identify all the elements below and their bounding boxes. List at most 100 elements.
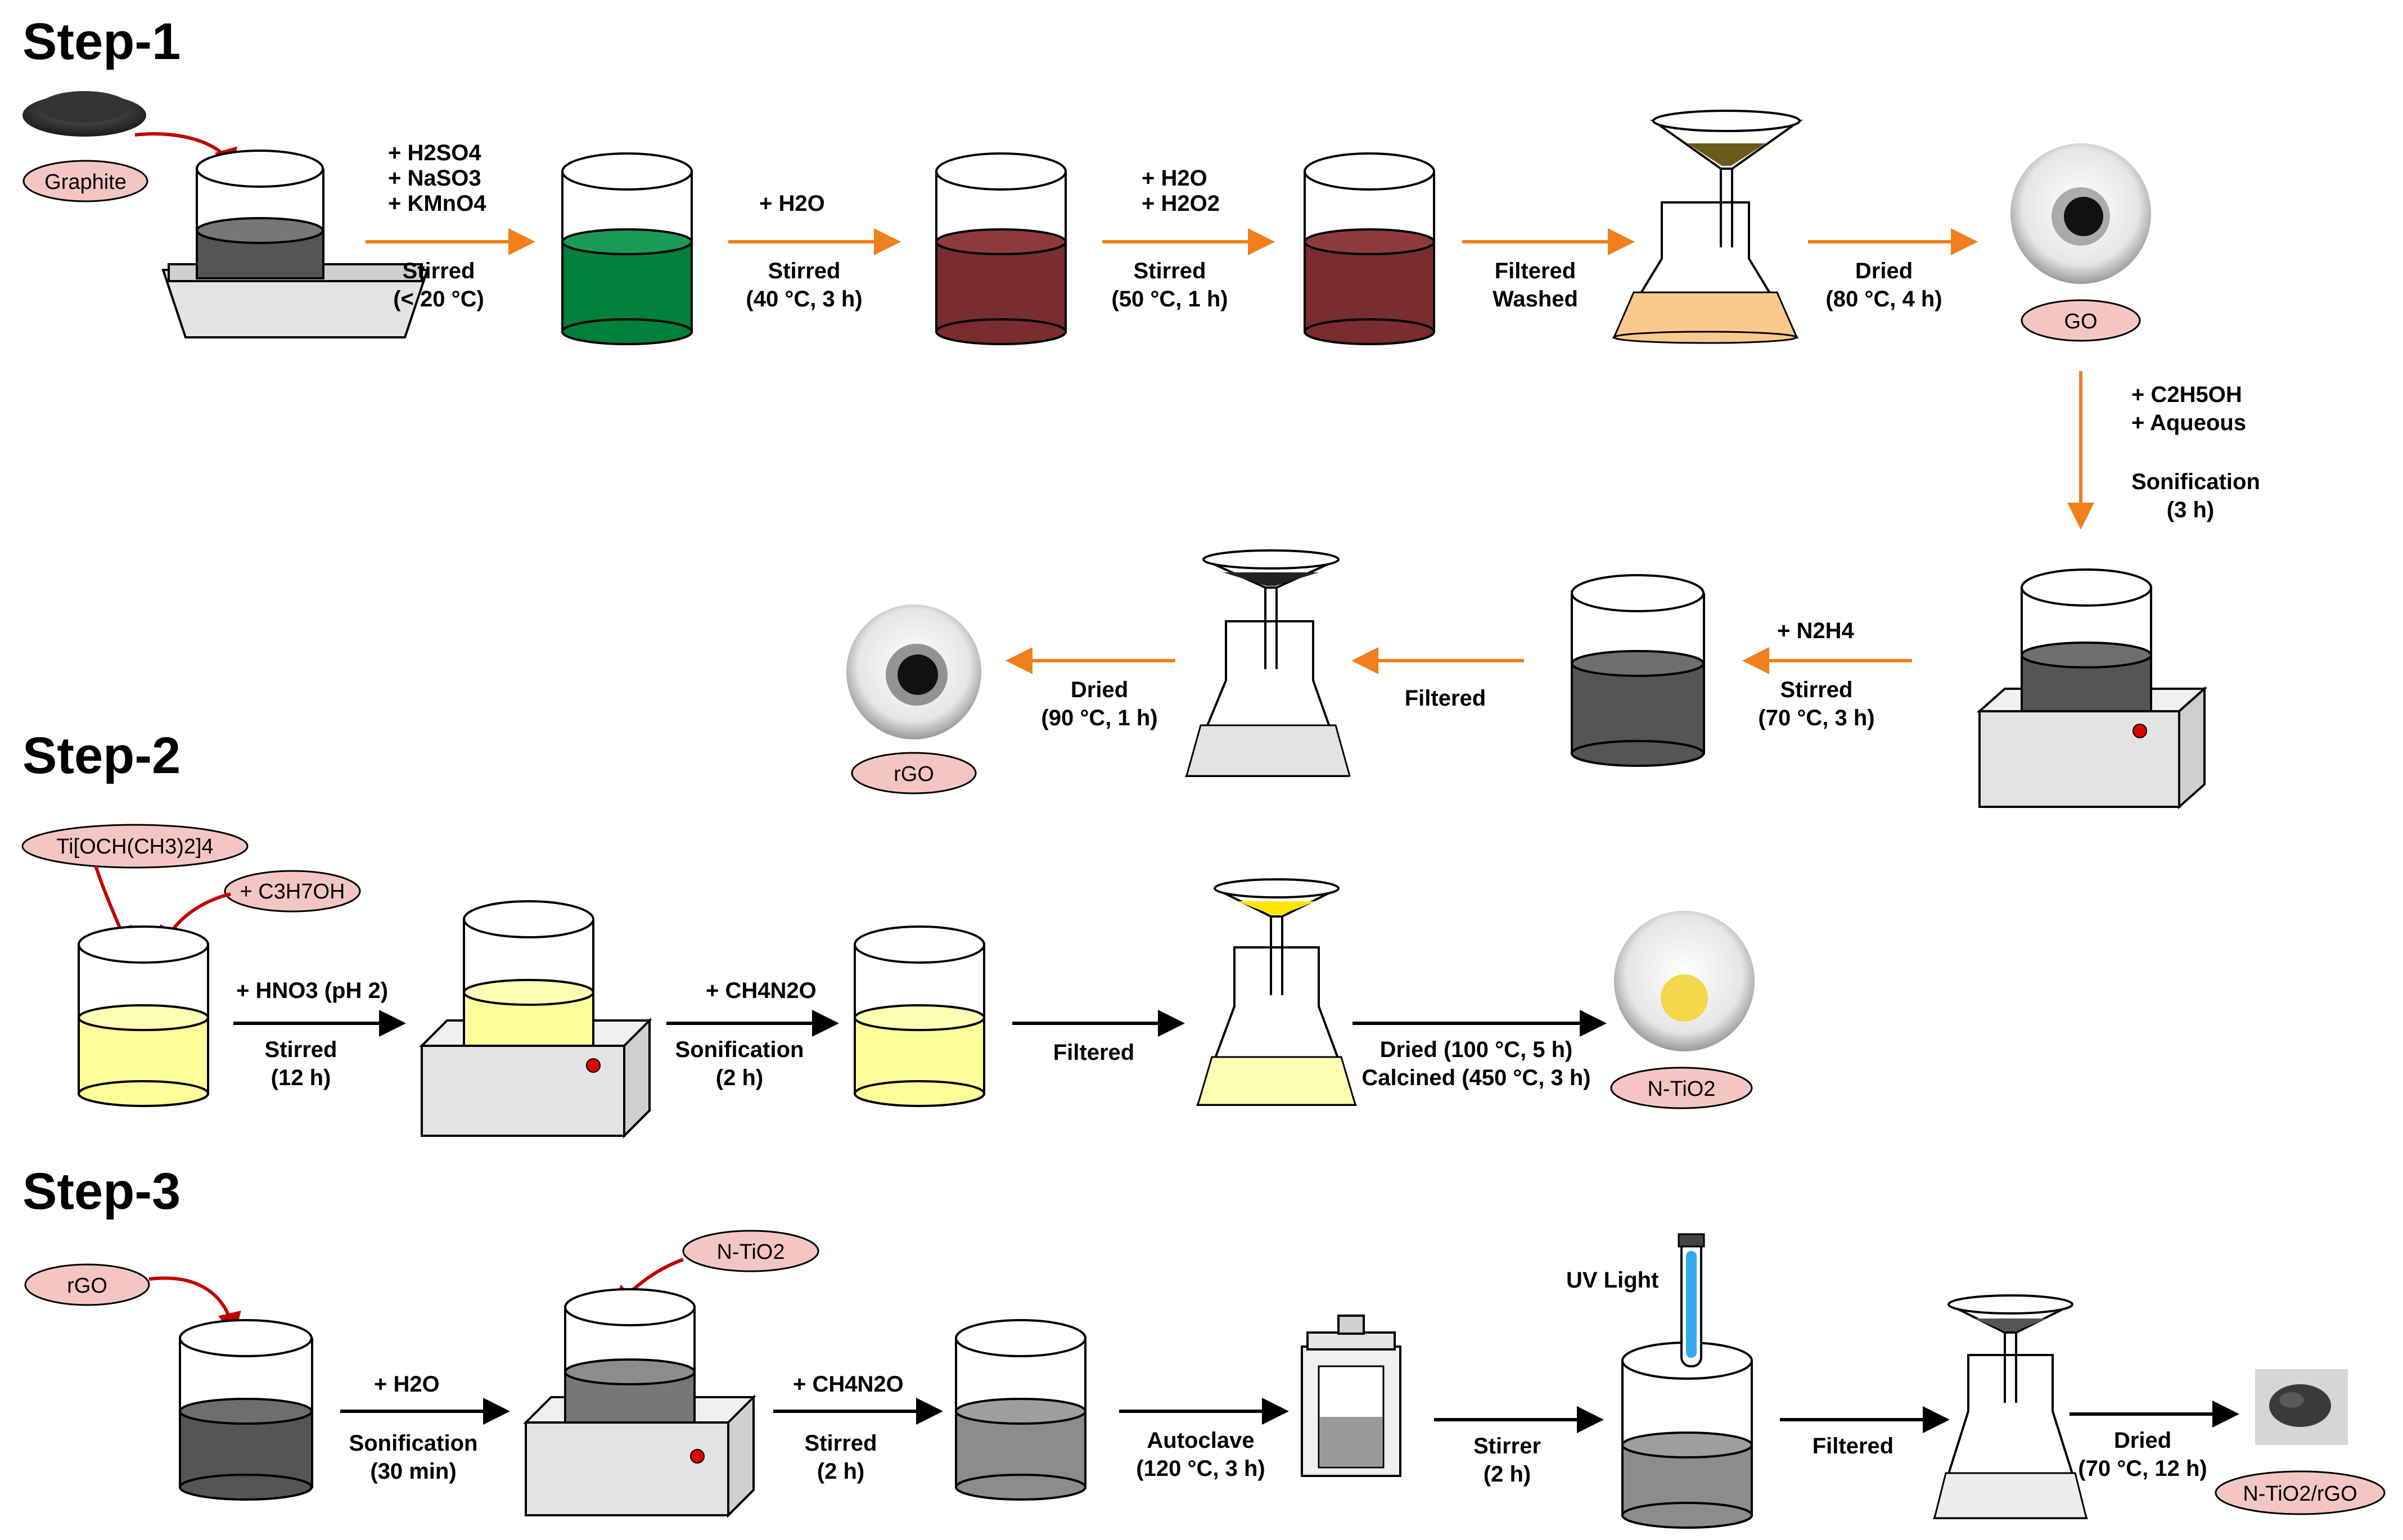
- svg-text:(3 h): (3 h): [2167, 498, 2214, 522]
- rgo-input-label: rGO: [67, 1274, 107, 1298]
- svg-text:+ CH4N2O: + CH4N2O: [706, 978, 817, 1003]
- go-label: GO: [2064, 310, 2097, 333]
- ntio2-product-dish: [1614, 911, 1755, 1051]
- svg-text:Autoclave: Autoclave: [1147, 1428, 1254, 1453]
- beaker-rgo-dispersion: [179, 1319, 313, 1501]
- ti-precursor-pill: Ti[OCH(CH3)2]4: [21, 824, 249, 869]
- rgo-input-pill: rGO: [24, 1263, 150, 1306]
- svg-text:+ KMnO4: + KMnO4: [388, 191, 486, 216]
- final-product-pill: N-TiO2/rGO: [2215, 1470, 2386, 1515]
- beaker-green-solution: [561, 152, 693, 345]
- svg-text:+ HNO3 (pH 2): + HNO3 (pH 2): [236, 978, 388, 1003]
- step1-arrow-2: + H2O Stirred (40 °C, 3 h): [728, 191, 901, 311]
- svg-text:Dried (100 °C, 5 h): Dried (100 °C, 5 h): [1380, 1037, 1573, 1062]
- step1-arrow-5: Dried (80 °C, 4 h): [1808, 228, 1978, 311]
- step3-arrow-3: Autoclave (120 °C, 3 h): [1119, 1398, 1289, 1481]
- svg-text:(50 °C, 1 h): (50 °C, 1 h): [1111, 287, 1228, 311]
- photoreactor-beaker: [1621, 1342, 1753, 1529]
- svg-text:(80 °C, 4 h): (80 °C, 4 h): [1825, 287, 1942, 311]
- filter-flask-final: [1933, 1294, 2088, 1519]
- autoclave-vessel: [1301, 1315, 1401, 1477]
- step3-arrow-6: Dried (70 °C, 12 h): [2070, 1401, 2239, 1481]
- svg-text:+ N2H4: + N2H4: [1777, 618, 1854, 643]
- svg-text:Filtered: Filtered: [1405, 686, 1486, 711]
- svg-text:Sonification: Sonification: [2131, 469, 2260, 494]
- graphite-label: Graphite: [44, 170, 127, 194]
- svg-text:(30 min): (30 min): [370, 1459, 456, 1484]
- ti-precursor-label: Ti[OCH(CH3)2]4: [56, 835, 213, 859]
- step1-arrow-4: Filtered Washed: [1462, 228, 1635, 311]
- step1-arrow-1: + H2SO4 + NaSO3 + KMnO4 Stirred (< 20 °C…: [366, 141, 535, 311]
- step2-arrow-4: Dried (100 °C, 5 h) Calcined (450 °C, 3 …: [1352, 1010, 1607, 1090]
- propanol-label: + C3H7OH: [240, 880, 345, 904]
- ntio2-input-label: N-TiO2: [716, 1240, 785, 1264]
- svg-text:(90 °C, 1 h): (90 °C, 1 h): [1041, 706, 1157, 730]
- svg-text:Calcined (450 °C, 3 h): Calcined (450 °C, 3 h): [1361, 1065, 1590, 1090]
- svg-text:(70 °C, 3 h): (70 °C, 3 h): [1758, 706, 1874, 730]
- svg-text:+ CH4N2O: + CH4N2O: [793, 1372, 904, 1397]
- step3-arrow-1: + H2O Sonification (30 min): [340, 1372, 510, 1484]
- beaker-graphite-ice-bath: [161, 150, 429, 338]
- svg-text:Sonification: Sonification: [349, 1431, 478, 1456]
- svg-text:Stirred: Stirred: [1780, 678, 1853, 702]
- graphite-pile-icon: [22, 91, 146, 137]
- svg-text:+ H2O2: + H2O2: [1142, 191, 1220, 216]
- beaker-yellow-1: [78, 925, 209, 1107]
- svg-text:+ H2O: + H2O: [374, 1372, 440, 1397]
- uv-lamp-icon: [1678, 1233, 1705, 1367]
- step3-arrow-5: Filtered: [1780, 1406, 1950, 1458]
- go-label-pill: GO: [2021, 299, 2141, 342]
- propanol-pill: + C3H7OH: [224, 870, 361, 913]
- svg-text:(2 h): (2 h): [1484, 1462, 1531, 1487]
- step-2-title: Step-2: [22, 727, 181, 784]
- svg-text:(70 °C, 12 h): (70 °C, 12 h): [2078, 1456, 2207, 1481]
- svg-text:(2 h): (2 h): [817, 1459, 864, 1484]
- svg-text:+ H2O: + H2O: [759, 191, 825, 216]
- step-1-title: Step-1: [22, 13, 181, 70]
- svg-text:Dried: Dried: [1071, 678, 1128, 702]
- sonicator-composite: [523, 1288, 756, 1518]
- filter-flask-yellow: [1196, 878, 1357, 1106]
- svg-text:Stirred: Stirred: [768, 259, 841, 283]
- step2-arrow-2: + CH4N2O Sonification (2 h): [666, 978, 839, 1090]
- svg-text:(2 h): (2 h): [716, 1065, 763, 1090]
- svg-text:Filtered: Filtered: [1813, 1434, 1893, 1458]
- go-product-dish: [2010, 143, 2151, 284]
- svg-text:Filtered: Filtered: [1053, 1040, 1134, 1065]
- ntio2-label: N-TiO2: [1647, 1077, 1715, 1101]
- svg-text:(< 20 °C): (< 20 °C): [393, 287, 484, 311]
- svg-text:Stirred: Stirred: [265, 1037, 337, 1062]
- rgo-label-pill: rGO: [851, 752, 977, 794]
- filter-flask-gray: [1185, 549, 1351, 777]
- sonicator-yellow: [419, 900, 652, 1139]
- step2-arrow-1: + HNO3 (pH 2) Stirred (12 h): [233, 978, 406, 1090]
- step2-arrow-3: Filtered: [1012, 1010, 1185, 1065]
- step1-arrow-9: Dried (90 °C, 1 h): [1006, 647, 1175, 730]
- beaker-gray-mixture: [955, 1319, 1086, 1501]
- beaker-yellow-2: [854, 925, 985, 1107]
- svg-text:(40 °C, 3 h): (40 °C, 3 h): [746, 287, 862, 311]
- graphite-label-pill: Graphite: [22, 160, 148, 202]
- beaker-brown-solution-1: [935, 152, 1067, 345]
- sonicator-go-dispersion: [1976, 568, 2208, 810]
- rgo-product-dish: [846, 604, 981, 739]
- svg-text:+ C2H5OH: + C2H5OH: [2131, 382, 2242, 407]
- step3-arrow-4: Stirrer (2 h): [1434, 1406, 1604, 1487]
- step1-arrow-7: + N2H4 Stirred (70 °C, 3 h): [1742, 618, 1912, 730]
- svg-text:Stirred: Stirred: [1134, 259, 1206, 283]
- svg-text:(120 °C, 3 h): (120 °C, 3 h): [1136, 1456, 1265, 1481]
- rgo-add-arrow: [148, 1276, 241, 1336]
- svg-text:Washed: Washed: [1493, 287, 1578, 311]
- step3-arrow-2: + CH4N2O Stirred (2 h): [773, 1372, 943, 1484]
- svg-text:Stirred: Stirred: [403, 259, 475, 283]
- svg-text:Stirrer: Stirrer: [1473, 1434, 1541, 1458]
- rgo-label: rGO: [894, 762, 934, 786]
- beaker-brown-solution-2: [1304, 152, 1435, 345]
- svg-text:Stirred: Stirred: [805, 1431, 877, 1456]
- svg-text:Filtered: Filtered: [1495, 259, 1576, 283]
- svg-text:Dried: Dried: [2114, 1428, 2171, 1453]
- step-3-title: Step-3: [22, 1163, 181, 1220]
- filter-flask-peach: [1612, 110, 1804, 344]
- uv-light-label: UV Light: [1566, 1268, 1658, 1293]
